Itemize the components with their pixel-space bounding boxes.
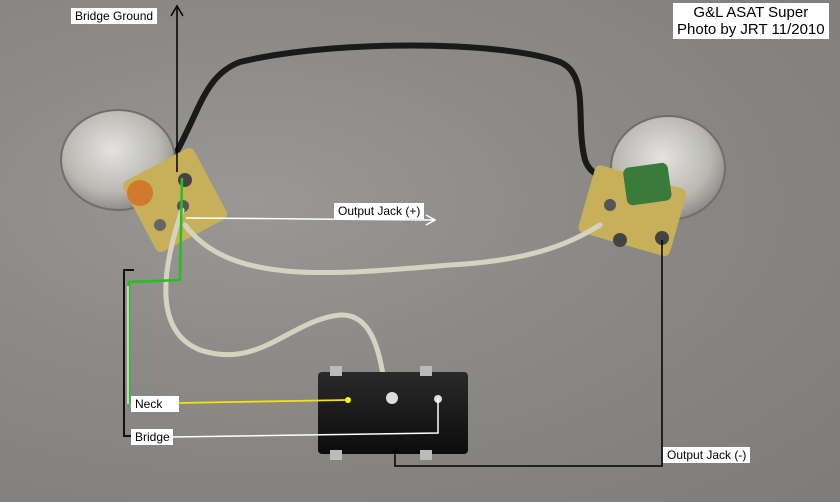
photo-title: G&L ASAT Super Photo by JRT 11/2010: [673, 3, 829, 39]
cloth-wire-hot: [182, 222, 603, 276]
neck-label: Neck: [131, 396, 179, 412]
cloth-wire-switch: [163, 207, 388, 388]
black-wire: [172, 42, 625, 180]
neck-line: [177, 399, 349, 404]
left-potentiometer: [60, 109, 227, 252]
black-ground-wire: [123, 269, 134, 437]
right-potentiometer: [578, 115, 726, 257]
green-wire: [127, 177, 184, 404]
capacitor-orange: [127, 180, 153, 206]
capacitor-green: [623, 162, 672, 206]
output-jack-plus-arrow: [185, 217, 435, 221]
output-jack-plus-label: Output Jack (+): [334, 203, 425, 219]
title-line-2: Photo by JRT 11/2010: [677, 21, 825, 38]
output-jack-minus-line: [394, 240, 663, 467]
bridge-ground-label: Bridge Ground: [71, 8, 158, 24]
output-jack-minus-label: Output Jack (-): [663, 447, 751, 463]
bridge-line: [171, 398, 439, 438]
title-line-1: G&L ASAT Super: [693, 4, 809, 21]
bridge-label: Bridge: [131, 429, 173, 445]
selector-switch: [318, 366, 468, 460]
